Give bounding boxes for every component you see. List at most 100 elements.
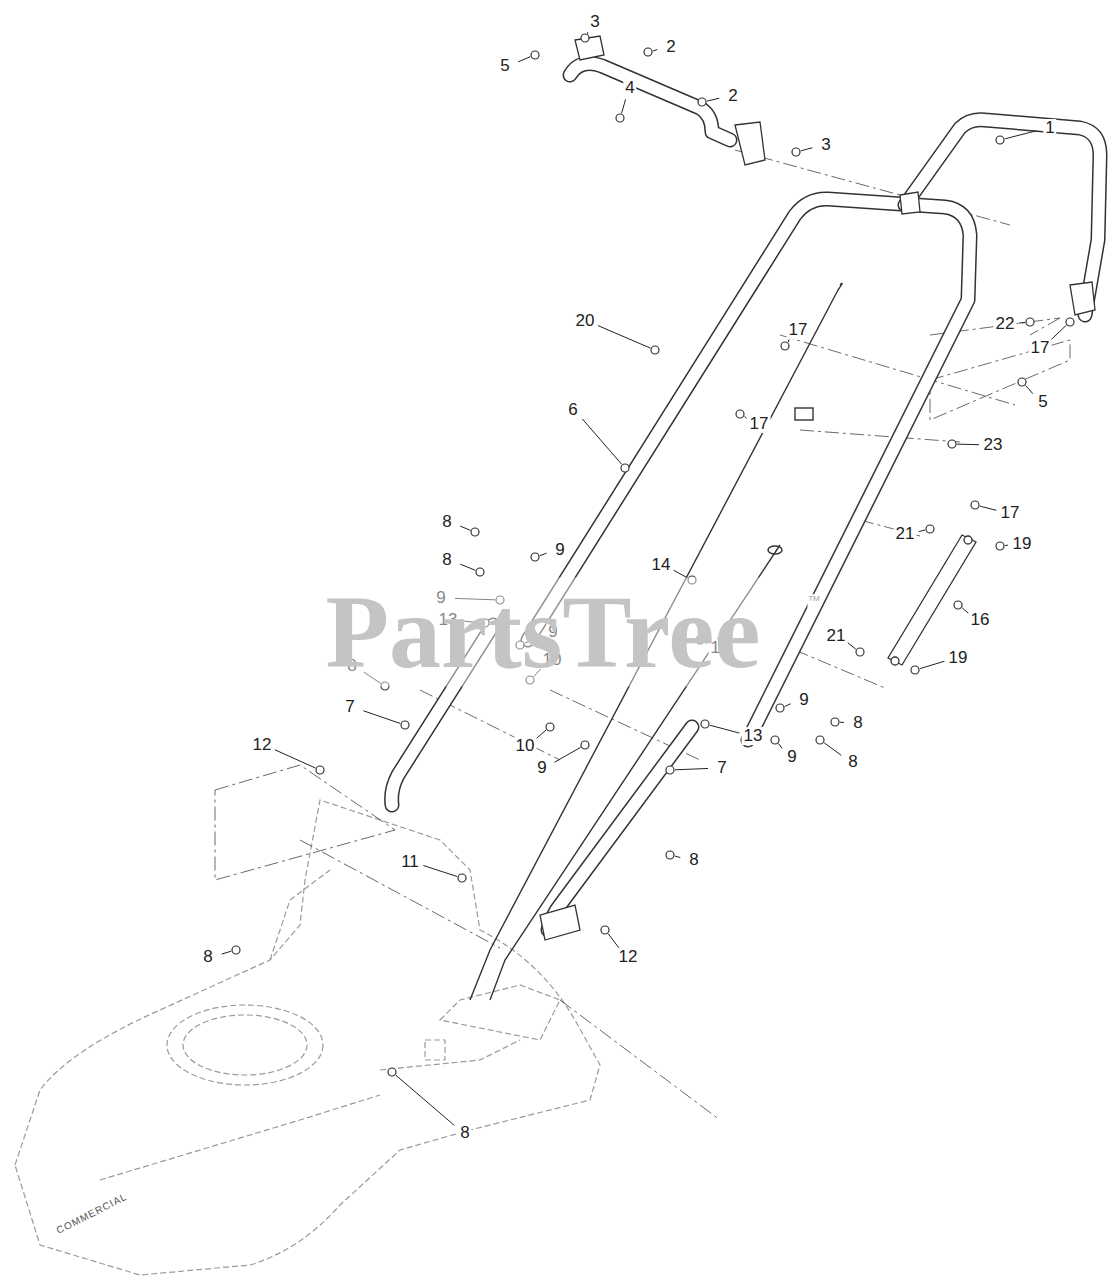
hardware-part xyxy=(911,666,919,674)
callout-number: 9 xyxy=(553,541,566,559)
callout-number: 13 xyxy=(742,727,765,745)
callout-number: 9 xyxy=(535,759,548,777)
callout-number: 9 xyxy=(797,691,810,709)
callout-number: 7 xyxy=(343,698,356,716)
hardware-part xyxy=(546,723,554,731)
leader-line xyxy=(824,743,841,756)
callout-number: 8 xyxy=(846,753,859,771)
callout-number: 12 xyxy=(251,736,274,754)
leader-line xyxy=(540,553,547,555)
hardware-part xyxy=(476,568,484,576)
hardware-part xyxy=(996,136,1004,144)
callout-number: 8 xyxy=(458,1124,471,1142)
hardware-part xyxy=(954,601,962,609)
hardware-part xyxy=(581,741,589,749)
leader-line xyxy=(608,934,619,948)
leader-line xyxy=(275,750,316,768)
callout-number: 2 xyxy=(726,87,739,105)
callout-number: 2 xyxy=(664,38,677,56)
leader-line xyxy=(801,148,812,151)
callout-number: 19 xyxy=(947,649,970,667)
callout-number: 17 xyxy=(748,415,771,433)
hardware-part xyxy=(601,926,609,934)
hardware-part xyxy=(1066,318,1074,326)
leader-line xyxy=(622,99,626,113)
hardware-part xyxy=(581,34,589,42)
hardware-part xyxy=(926,525,934,533)
hardware-part xyxy=(701,720,709,728)
hardware-part xyxy=(666,766,674,774)
hardware-part xyxy=(232,946,240,954)
leader-line xyxy=(598,326,650,348)
leader-line xyxy=(788,339,789,342)
hardware-part xyxy=(666,851,674,859)
callout-number: 8 xyxy=(440,513,453,531)
hardware-part xyxy=(621,464,629,472)
handle-tube xyxy=(392,63,1100,930)
watermark: PartsTree xyxy=(321,577,764,686)
leader-line xyxy=(710,725,740,733)
brand-text: COMMERCIAL xyxy=(55,1192,129,1237)
leader-line xyxy=(919,530,925,532)
leader-line xyxy=(222,32,1067,1125)
hardware-part xyxy=(831,718,839,726)
callout-number: 21 xyxy=(894,525,917,543)
leader-line xyxy=(1051,325,1067,340)
callout-number: 4 xyxy=(623,79,636,97)
leader-line xyxy=(1005,545,1008,546)
hardware-part xyxy=(531,51,539,59)
callout-number: 8 xyxy=(201,948,214,966)
hardware-part xyxy=(776,704,784,712)
callout-number: 5 xyxy=(1036,393,1049,411)
hardware-part xyxy=(316,766,324,774)
leader-line xyxy=(1026,385,1033,393)
callout-number: 11 xyxy=(399,853,421,871)
link-bar xyxy=(888,535,976,665)
alignment-line xyxy=(215,150,1070,1120)
callout-number: 3 xyxy=(588,13,601,31)
callout-number: 17 xyxy=(999,504,1022,522)
leader-line xyxy=(554,747,580,762)
hardware-part xyxy=(996,542,1004,550)
hardware-part xyxy=(698,98,706,106)
leader-line xyxy=(779,744,783,749)
callout-number: 12 xyxy=(617,948,640,966)
leader-line xyxy=(460,526,470,530)
leader-line xyxy=(582,419,621,464)
callout-number: 19 xyxy=(1011,535,1034,553)
callout-number: 20 xyxy=(574,312,597,330)
callout-number: 17 xyxy=(1029,339,1052,357)
hardware-part xyxy=(458,874,466,882)
callout-number: 5 xyxy=(498,57,511,75)
callout-number: 21 xyxy=(825,627,848,645)
leader-line xyxy=(222,951,232,954)
callout-number: 10 xyxy=(514,737,537,755)
leader-line xyxy=(980,506,996,510)
leader-line xyxy=(785,704,791,707)
hardware-part xyxy=(736,410,744,418)
leader-line xyxy=(423,866,457,877)
callout-number: 6 xyxy=(566,401,579,419)
callout-number: 22 xyxy=(994,315,1017,333)
leader-line xyxy=(840,722,844,723)
hardware-part xyxy=(971,501,979,509)
leader-line xyxy=(460,564,475,570)
callout-number: 16 xyxy=(969,611,992,629)
hardware-part xyxy=(401,721,409,729)
leader-line xyxy=(848,643,856,650)
hardware-part xyxy=(531,553,539,561)
mower-deck xyxy=(15,800,600,1275)
leader-line xyxy=(536,730,546,739)
hardware-part xyxy=(471,528,479,536)
leader-line xyxy=(957,444,979,446)
handle-bracket xyxy=(540,36,1095,940)
leader-line xyxy=(675,856,680,858)
leader-line xyxy=(1019,322,1025,324)
hardware-part xyxy=(616,114,624,122)
leader-line xyxy=(744,416,746,418)
hardware-part xyxy=(651,346,659,354)
leader-line xyxy=(707,98,719,101)
callout-number: 23 xyxy=(982,436,1005,454)
callout-number: 9 xyxy=(785,748,798,766)
hardware-part xyxy=(948,440,956,448)
